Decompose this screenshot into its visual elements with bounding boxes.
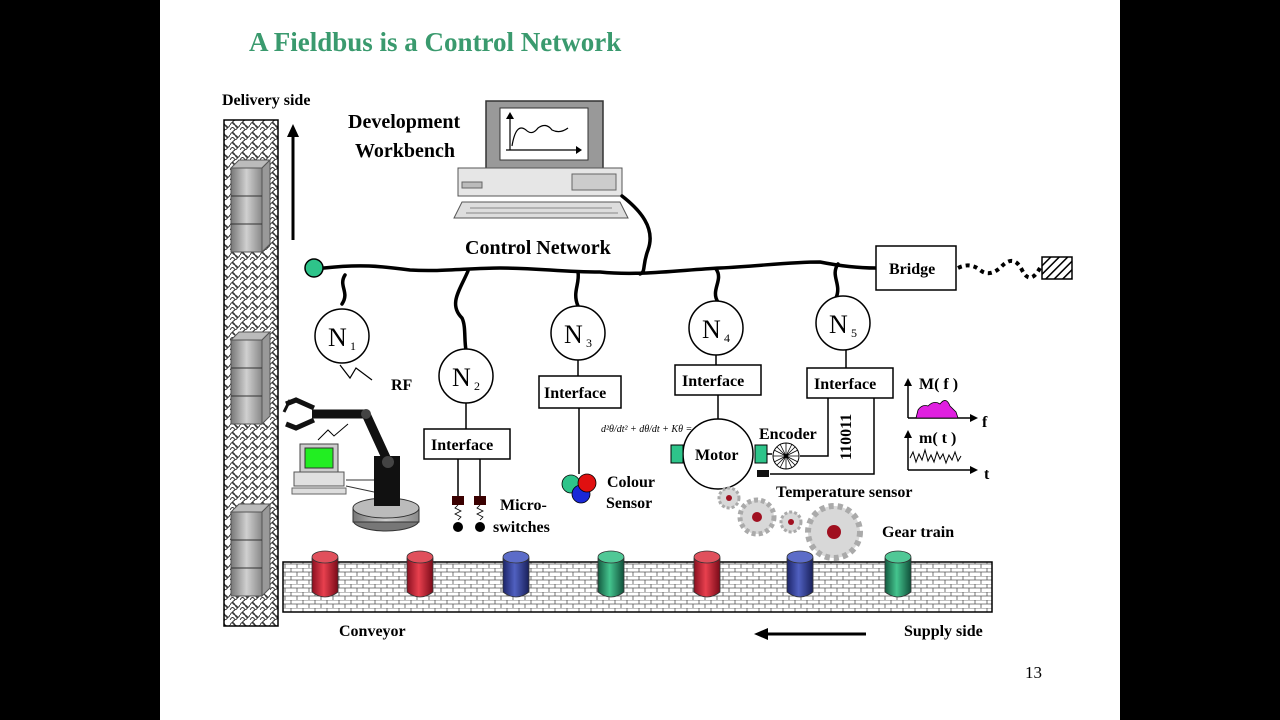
conveyor-bottles [311, 550, 912, 598]
node-n1-index: 1 [350, 339, 356, 353]
workbench-label-line1: Development [348, 111, 461, 133]
bridge-label: Bridge [889, 261, 935, 278]
colour-sensor-label-line2: Sensor [606, 495, 652, 512]
warehouse-rack [223, 119, 279, 627]
encoder-icon [772, 442, 800, 470]
motor-shaft-right-icon [754, 444, 768, 464]
micro-switches-label-line2: switches [493, 519, 550, 536]
temperature-signal-line [770, 398, 875, 475]
temperature-probe-icon [757, 470, 769, 477]
node-n2-letter: N [452, 363, 471, 392]
remote-network-icon [1041, 256, 1073, 280]
time-graph [904, 430, 978, 474]
encoder-bits-label: 110011 [838, 414, 855, 460]
encoder-label: Encoder [759, 426, 817, 443]
node-n5-index: 5 [851, 326, 857, 340]
bridge-remote-link [957, 258, 1042, 280]
micro-switches-label-line1: Micro- [500, 497, 547, 514]
bottle-red [693, 550, 721, 598]
n5-interface-box [806, 367, 894, 399]
slide-title: A Fieldbus is a Control Network [249, 27, 621, 57]
n1-drop-cable [340, 273, 347, 306]
storage-box-bottom [229, 502, 272, 598]
bottle-red [311, 550, 339, 598]
conveyor-label: Conveyor [339, 623, 406, 640]
control-network-cable [322, 260, 878, 276]
robot-arm-icon [282, 397, 420, 532]
delivery-side-label: Delivery side [222, 92, 310, 109]
delivery-arrow [287, 124, 299, 240]
bridge-box [875, 245, 957, 291]
temperature-sensor-label: Temperature sensor [776, 484, 912, 501]
node-n4-letter: N [702, 315, 721, 344]
workbench-drop-cable [620, 194, 652, 276]
n5-interface-label: Interface [814, 376, 876, 393]
colour-sensor-label-line1: Colour [607, 474, 655, 491]
colour-sensor-icon [561, 473, 597, 504]
n3-interface-box [538, 375, 622, 409]
motor-equation: d²θ/dt² + dθ/dt + Kθ = u₀ [601, 424, 704, 435]
node-n5 [815, 295, 871, 351]
bottle-blue [502, 550, 530, 598]
network-terminator-icon [304, 258, 324, 278]
spectrum-label: M( f ) [919, 376, 958, 393]
n4-drop-cable [713, 267, 721, 304]
motor-label: Motor [695, 447, 739, 464]
node-n1 [314, 308, 370, 364]
n4-interface-label: Interface [682, 373, 744, 390]
bottle-red [406, 550, 434, 598]
storage-box-middle [229, 330, 272, 426]
time-graph-axis-label: t [984, 466, 990, 483]
rf-signal-icon [339, 364, 373, 381]
bottle-green [597, 550, 625, 598]
workbench-computer-icon [453, 100, 629, 219]
time-graph-label: m( t ) [919, 430, 956, 447]
supply-arrow [754, 628, 866, 640]
n5-drop-cable [833, 262, 840, 300]
micro-switches-icon [452, 459, 486, 532]
rf-label: RF [391, 377, 413, 394]
spectrum-axis-label: f [982, 414, 988, 431]
workbench-label-line2: Workbench [355, 140, 455, 162]
page-number: 13 [1025, 663, 1042, 682]
n3-drop-cable [574, 270, 581, 308]
n2-interface-box [423, 428, 511, 460]
n3-interface-label: Interface [544, 385, 606, 402]
gear-train-icon [717, 486, 863, 561]
gear-train-label: Gear train [882, 524, 954, 541]
encoder-signal-line [800, 398, 829, 457]
control-network-label: Control Network [465, 237, 612, 259]
n2-drop-cable [453, 269, 470, 352]
node-n1-letter: N [328, 323, 347, 352]
robot-controller-pc-icon [291, 423, 375, 495]
node-n2-index: 2 [474, 379, 480, 393]
node-n5-letter: N [829, 310, 848, 339]
motor-shaft-left-icon [670, 444, 684, 464]
storage-box-top [229, 158, 272, 254]
node-n4-index: 4 [724, 331, 730, 345]
spectrum-graph [904, 378, 978, 422]
supply-side-label: Supply side [904, 623, 983, 640]
node-n3-index: 3 [586, 336, 592, 350]
n2-interface-label: Interface [431, 437, 493, 454]
conveyor-belt [282, 561, 993, 613]
node-n3-letter: N [564, 320, 583, 349]
bottle-blue [786, 550, 814, 598]
bottle-green [884, 550, 912, 598]
